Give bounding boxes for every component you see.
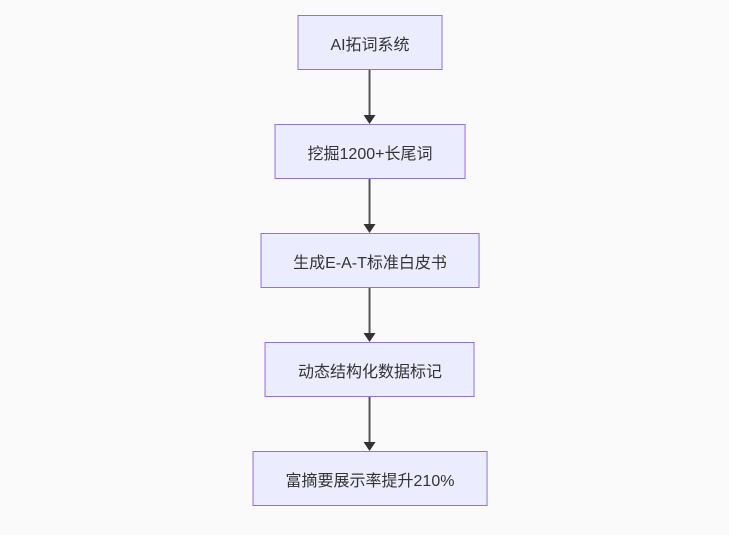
arrow-line: [369, 70, 371, 115]
arrow-head-icon: [364, 442, 376, 451]
flow-node-label: 挖掘1200+长尾词: [307, 145, 433, 163]
arrow-head-icon: [364, 333, 376, 342]
flow-arrow-2: [364, 179, 376, 233]
flow-node-label: 生成E-A-T标准白皮书: [293, 254, 447, 272]
flow-node-rich-snippet-result: 富摘要展示率提升210%: [252, 451, 488, 506]
flow-node-ai-word-system: AI拓词系统: [297, 15, 443, 70]
flow-node-structured-data: 动态结构化数据标记: [264, 342, 475, 397]
flow-arrow-1: [364, 70, 376, 124]
flow-arrow-3: [364, 288, 376, 342]
flow-node-label: AI拓词系统: [330, 36, 410, 54]
flow-node-eat-whitepaper: 生成E-A-T标准白皮书: [260, 233, 480, 288]
flow-node-label: 富摘要展示率提升210%: [285, 472, 455, 490]
flow-arrow-4: [364, 397, 376, 451]
flowchart: AI拓词系统 挖掘1200+长尾词 生成E-A-T标准白皮书 动态结构化数据标记: [252, 15, 488, 506]
arrow-head-icon: [364, 224, 376, 233]
arrow-line: [369, 397, 371, 442]
arrow-line: [369, 288, 371, 333]
flow-node-longtail-mining: 挖掘1200+长尾词: [274, 124, 466, 179]
arrow-head-icon: [364, 115, 376, 124]
flow-node-label: 动态结构化数据标记: [297, 363, 442, 381]
arrow-line: [369, 179, 371, 224]
